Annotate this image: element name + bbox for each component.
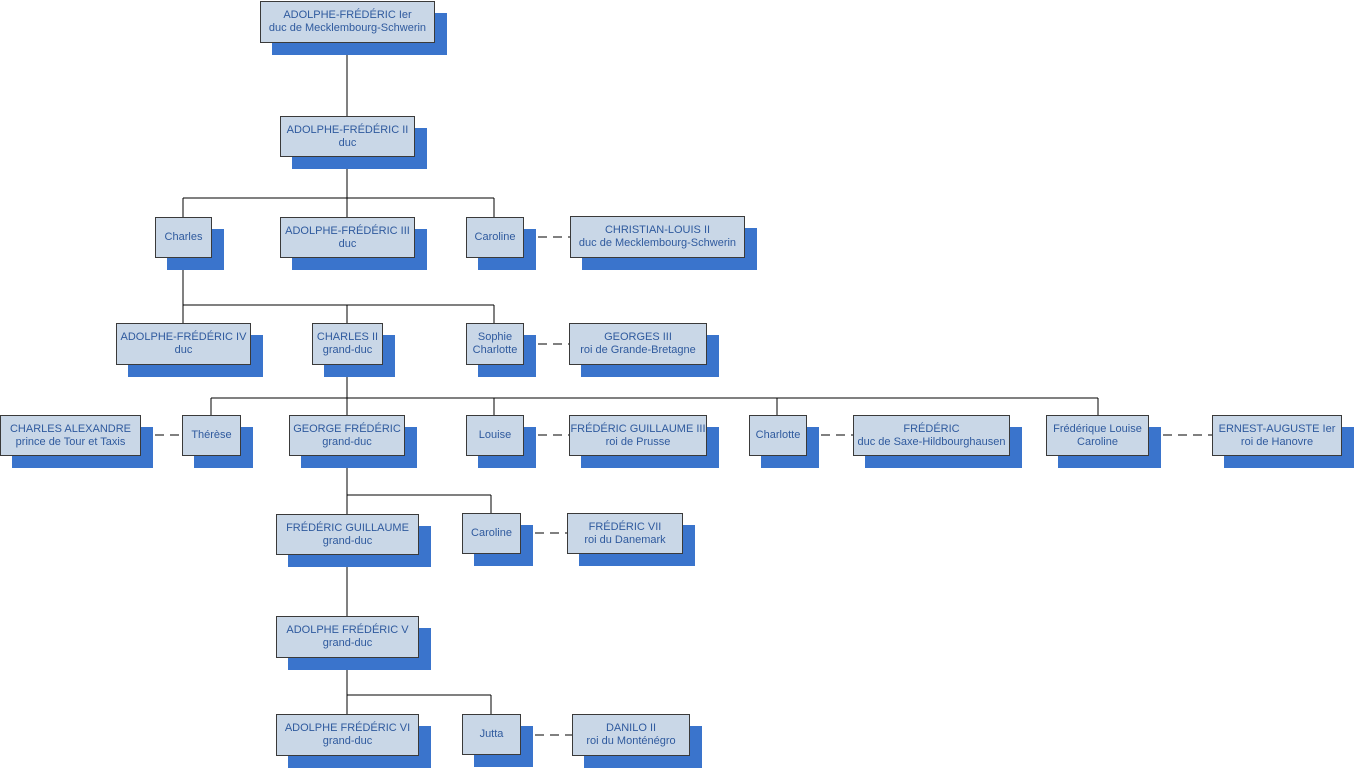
person-name: FRÉDÉRIC — [903, 422, 960, 435]
person-name: Sophie — [477, 331, 513, 343]
person-name: ADOLPHE-FRÉDÉRIC Ier — [283, 9, 412, 21]
person-charles-2[interactable]: CHARLES II grand-duc — [312, 323, 383, 365]
person-george-frederic[interactable]: GEORGE FRÉDÉRIC grand-duc — [289, 415, 405, 456]
person-title: roi de Grande-Bretagne — [580, 344, 696, 356]
person-name: ADOLPHE-FRÉDÉRIC III — [285, 224, 410, 237]
person-christian-louis-2[interactable]: CHRISTIAN-LOUIS II duc de Mecklembourg-S… — [570, 216, 745, 258]
person-title: grand-duc — [322, 435, 372, 448]
person-charles-alexandre[interactable]: CHARLES ALEXANDRE prince de Tour et Taxi… — [0, 415, 141, 456]
person-title: duc de Saxe-Hildbourghausen — [857, 435, 1006, 448]
person-name: GEORGES III — [604, 331, 672, 343]
person-adolphe-frederic-1[interactable]: ADOLPHE-FRÉDÉRIC Ier duc de Mecklembourg… — [260, 1, 435, 43]
person-name: ADOLPHE FRÉDÉRIC VI — [284, 722, 411, 734]
person-frederique-louise-caroline[interactable]: Frédérique Louise Caroline — [1046, 415, 1149, 456]
person-ernest-auguste[interactable]: ERNEST-AUGUSTE Ier roi de Hanovre — [1212, 415, 1342, 456]
person-frederic-saxe[interactable]: FRÉDÉRIC duc de Saxe-Hildbourghausen — [853, 415, 1010, 456]
person-name: CHARLES II — [316, 331, 379, 343]
person-title: grand-duc — [322, 534, 373, 547]
person-title: duc — [338, 237, 357, 250]
person-adolphe-frederic-6[interactable]: ADOLPHE FRÉDÉRIC VI grand-duc — [276, 714, 419, 756]
person-name: DANILO II — [605, 722, 657, 734]
person-name: Charles — [164, 231, 203, 243]
person-title: duc — [174, 344, 193, 356]
person-name: Caroline — [474, 231, 516, 243]
person-jutta[interactable]: Jutta — [462, 714, 521, 755]
person-name: Louise — [478, 429, 512, 441]
person-name: ERNEST-AUGUSTE Ier — [1218, 422, 1336, 435]
person-title: grand-duc — [322, 637, 373, 649]
person-therese[interactable]: Thérèse — [182, 415, 241, 456]
person-name: Charlotte — [755, 429, 801, 441]
person-name: CHARLES ALEXANDRE — [9, 422, 132, 435]
person-charlotte[interactable]: Charlotte — [749, 415, 807, 456]
person-frederic-guillaume[interactable]: FRÉDÉRIC GUILLAUME grand-duc — [276, 514, 419, 555]
person-adolphe-frederic-4[interactable]: ADOLPHE-FRÉDÉRIC IV duc — [116, 323, 251, 365]
person-adolphe-frederic-3[interactable]: ADOLPHE-FRÉDÉRIC III duc — [280, 217, 415, 258]
person-name: Caroline — [471, 527, 512, 539]
person-adolphe-frederic-2[interactable]: ADOLPHE-FRÉDÉRIC II duc — [280, 116, 415, 157]
person-caroline-2[interactable]: Caroline — [462, 513, 521, 554]
person-title: Caroline — [1077, 435, 1118, 448]
person-louise[interactable]: Louise — [466, 415, 524, 456]
person-title: roi de Prusse — [605, 435, 671, 448]
person-sophie-charlotte[interactable]: Sophie Charlotte — [466, 323, 524, 365]
person-title: roi de Hanovre — [1240, 435, 1314, 448]
person-name: FRÉDÉRIC VII — [588, 520, 662, 533]
person-title: duc — [338, 136, 357, 149]
person-name: FRÉDÉRIC GUILLAUME III — [570, 422, 706, 435]
person-name: GEORGE FRÉDÉRIC — [293, 422, 401, 435]
person-frederic-guillaume-3[interactable]: FRÉDÉRIC GUILLAUME III roi de Prusse — [569, 415, 707, 456]
person-title: grand-duc — [322, 735, 373, 747]
person-title: duc de Mecklembourg-Schwerin — [268, 22, 427, 34]
person-title: prince de Tour et Taxis — [15, 435, 126, 448]
person-name: ADOLPHE-FRÉDÉRIC II — [286, 123, 409, 136]
person-title: grand-duc — [322, 344, 373, 356]
person-name: CHRISTIAN-LOUIS II — [604, 224, 711, 236]
person-title: Charlotte — [472, 344, 518, 356]
person-adolphe-frederic-5[interactable]: ADOLPHE FRÉDÉRIC V grand-duc — [276, 616, 419, 658]
person-title: duc de Mecklembourg-Schwerin — [578, 237, 737, 249]
person-name: Thérèse — [191, 429, 232, 441]
person-title: roi du Danemark — [584, 533, 666, 546]
person-charles[interactable]: Charles — [155, 217, 212, 258]
person-caroline-1[interactable]: Caroline — [466, 217, 524, 258]
person-name: Jutta — [479, 728, 504, 740]
person-frederic-7[interactable]: FRÉDÉRIC VII roi du Danemark — [567, 513, 683, 554]
person-name: FRÉDÉRIC GUILLAUME — [286, 521, 409, 534]
person-danilo-2[interactable]: DANILO II roi du Monténégro — [572, 714, 690, 756]
person-name: Frédérique Louise — [1053, 422, 1142, 435]
person-georges-3[interactable]: GEORGES III roi de Grande-Bretagne — [569, 323, 707, 365]
person-title: roi du Monténégro — [586, 735, 676, 747]
person-name: ADOLPHE-FRÉDÉRIC IV — [120, 331, 247, 343]
person-name: ADOLPHE FRÉDÉRIC V — [286, 624, 409, 636]
